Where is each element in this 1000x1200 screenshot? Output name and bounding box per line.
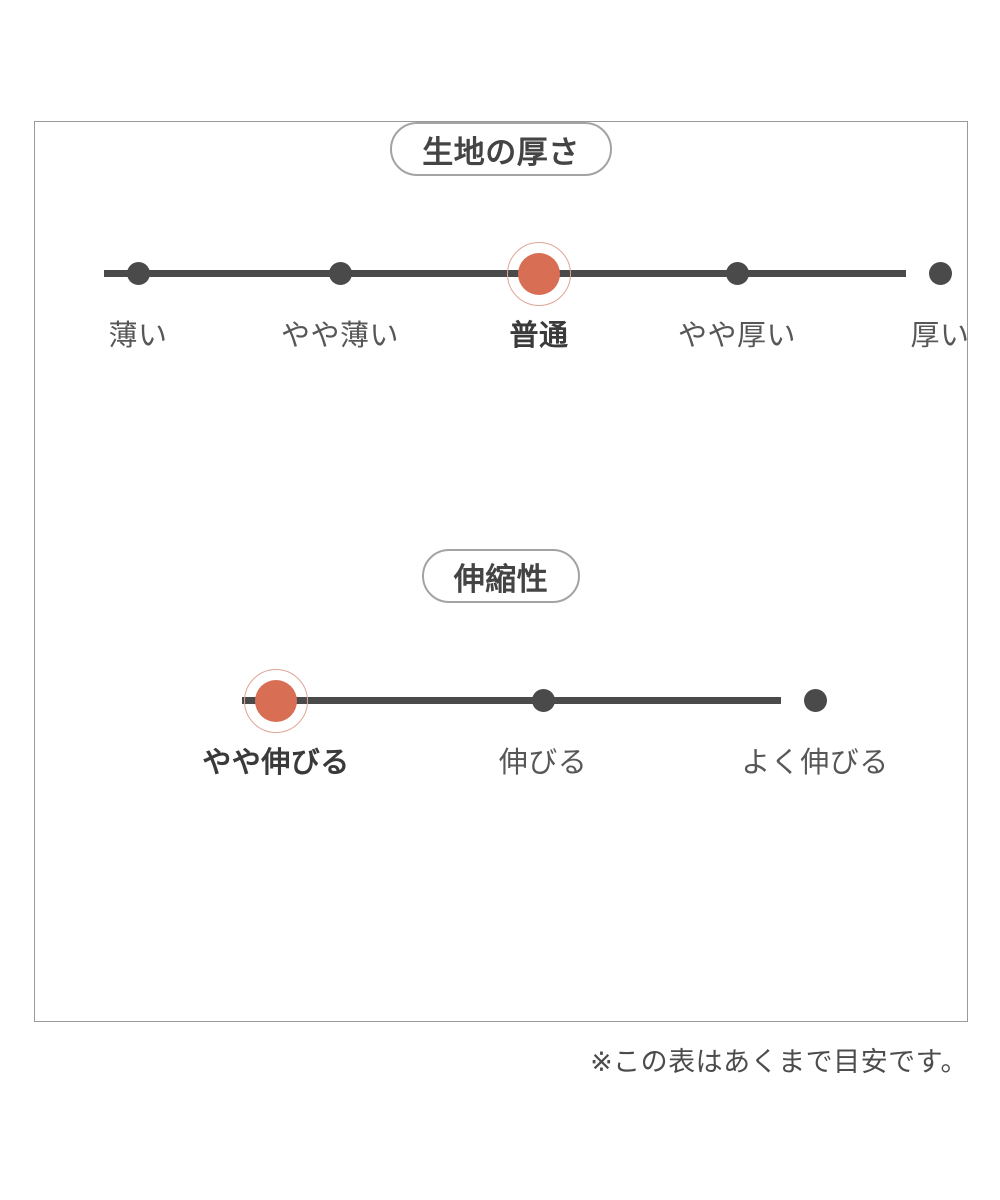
scale-label-thin: 薄い bbox=[108, 320, 168, 352]
scale-track-thickness bbox=[104, 270, 906, 277]
selection-ring-icon bbox=[507, 241, 571, 306]
scale-dot-selected-icon bbox=[255, 679, 297, 722]
scale-dot-icon bbox=[126, 262, 150, 285]
scale-label-slightly-stretchy: やや伸びる bbox=[202, 747, 350, 779]
spec-table-frame: 生地の厚さ 薄い やや薄い 普通 やや厚い bbox=[34, 121, 970, 1022]
scale-label-thick: 厚い bbox=[910, 320, 970, 352]
scale-dot-icon bbox=[928, 262, 952, 285]
scale-dot-icon bbox=[328, 262, 352, 285]
scale-stretchiness: やや伸びる 伸びる よく伸びる bbox=[35, 659, 967, 789]
scale-track-stretch bbox=[242, 697, 781, 704]
selection-ring-icon bbox=[244, 668, 308, 733]
scale-dot-selected-icon bbox=[518, 252, 560, 295]
scale-label-slightly-thick: やや厚い bbox=[677, 320, 797, 352]
scale-dot-icon bbox=[803, 689, 827, 712]
badge-row-thickness: 生地の厚さ bbox=[35, 122, 967, 176]
scale-fabric-thickness: 薄い やや薄い 普通 やや厚い 厚い bbox=[35, 232, 970, 362]
scale-label-very-stretchy: よく伸びる bbox=[741, 747, 889, 779]
section-fabric-thickness: 生地の厚さ 薄い やや薄い 普通 やや厚い bbox=[35, 122, 970, 362]
scale-dot-icon bbox=[725, 262, 749, 285]
section-stretchiness: 伸縮性 やや伸びる 伸びる よく伸びる bbox=[35, 549, 967, 789]
badge-stretchiness: 伸縮性 bbox=[421, 549, 581, 603]
scale-dot-icon bbox=[531, 689, 555, 712]
footnote-disclaimer: ※この表はあくまで目安です。 bbox=[590, 1047, 968, 1077]
scale-label-stretchy: 伸びる bbox=[498, 747, 588, 779]
scale-label-normal: 普通 bbox=[509, 320, 569, 352]
badge-fabric-thickness: 生地の厚さ bbox=[390, 122, 612, 176]
scale-label-slightly-thin: やや薄い bbox=[280, 320, 400, 352]
badge-row-stretch: 伸縮性 bbox=[35, 549, 967, 603]
